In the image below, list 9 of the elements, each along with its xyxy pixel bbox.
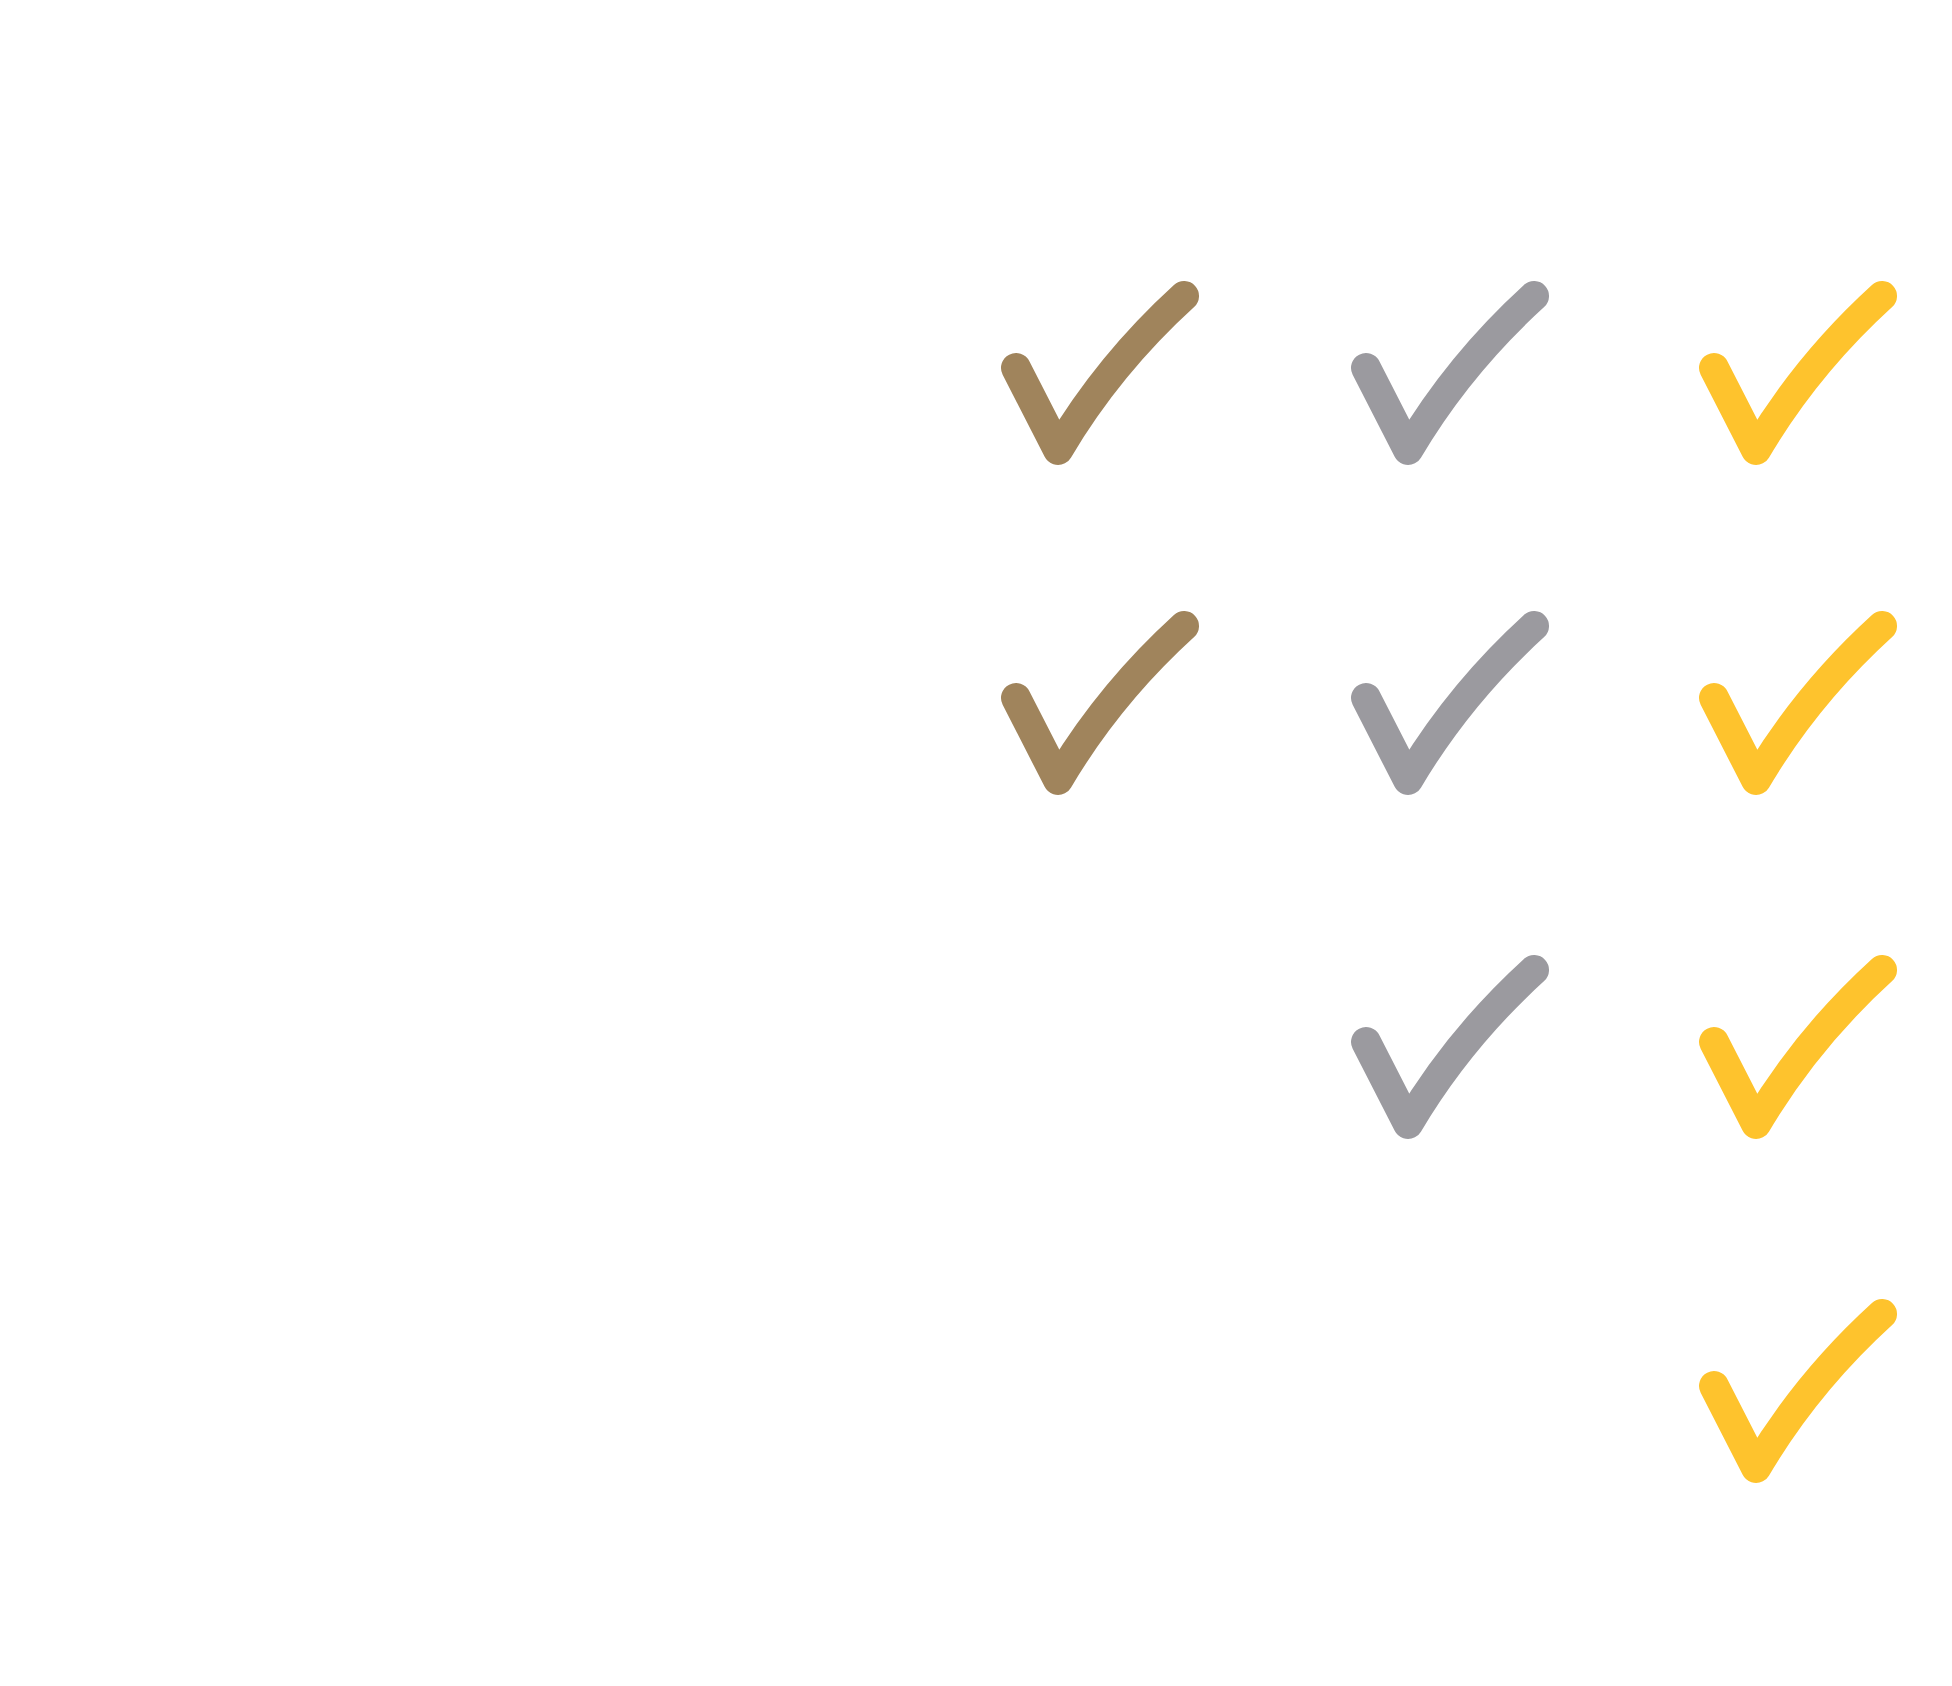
checkmark: [1351, 955, 1549, 1139]
checkmark: [1351, 611, 1549, 795]
checkmark: [1699, 281, 1898, 465]
checkmark: [1699, 955, 1898, 1139]
checkmark: [1001, 611, 1199, 795]
checkmark: [1351, 281, 1549, 465]
checkmark: [1699, 1299, 1898, 1483]
checkmark: [1699, 611, 1898, 795]
checkmark: [1001, 281, 1199, 465]
